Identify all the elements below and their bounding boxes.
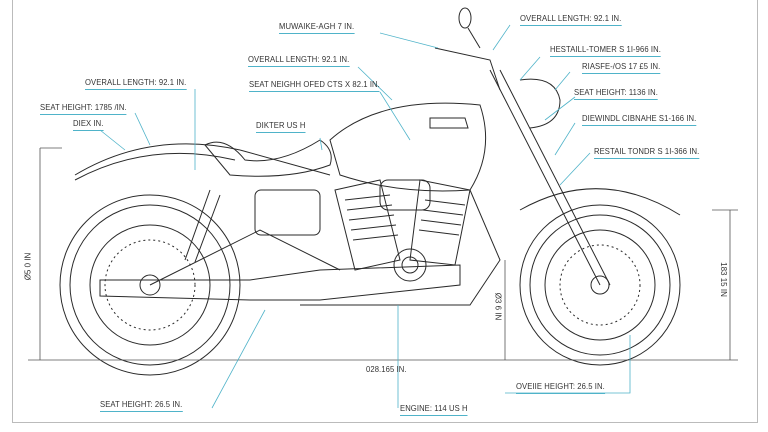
- label-seat-weigh: SEAT NEIGHH OFED CTS X 82.1 IN.: [249, 79, 380, 92]
- dimension-lines: [28, 147, 738, 361]
- label-overall-length-left: OVERALL LENGTH: 92.1 IN.: [85, 77, 187, 90]
- label-overall-height: OVEIIE HEIGHT: 26.5 IN.: [516, 381, 605, 394]
- side-cover: [254, 189, 321, 236]
- label-riasfe: RIASFE-/OS 17 £5 IN.: [582, 61, 661, 74]
- handlebar: [434, 47, 501, 91]
- headlight: [519, 78, 561, 129]
- label-seat-height-bottom: SEAT HEIGHT: 26.5 IN.: [100, 399, 183, 412]
- label-diewindl: DIEWINDL CIBNAHE S1-166 IN.: [582, 113, 697, 126]
- front-fork: [489, 69, 611, 286]
- drawing-frame: [12, 0, 758, 423]
- label-milwaukee: MUWAIKE-AGH 7 IN.: [279, 21, 355, 34]
- exhaust: [99, 264, 461, 301]
- label-engine: ENGINE: 114 US H: [400, 403, 468, 416]
- rear-fender: [74, 143, 241, 176]
- label-restail: RESTAIL TONDR S 1I-366 IN.: [594, 146, 700, 159]
- label-center-vertical: Ø3 6 IN: [493, 292, 503, 321]
- label-wheelbase: 028.165 IN.: [366, 364, 407, 374]
- fuel-tank: [329, 102, 487, 192]
- leader-lines: [99, 24, 631, 409]
- label-right-vertical: 183 15 IN: [718, 262, 728, 297]
- label-overall-length-mid: OVERALL LENGTH: 92.1 IN.: [248, 54, 350, 67]
- label-dikter: DIKTER US H: [256, 120, 306, 133]
- front-wheel: [519, 204, 681, 366]
- label-seat-height-right: SEAT HEIGHT: 1136 IN.: [574, 87, 658, 100]
- seat: [204, 139, 332, 177]
- label-seat-height-left: SEAT HEIGHT: 1785 /IN.: [40, 102, 127, 115]
- mirror: [458, 7, 472, 29]
- rear-shock: [184, 189, 221, 263]
- label-diex: DIEX IN.: [73, 118, 104, 131]
- label-overall-length-top: OVERALL LENGTH: 92.1 IN.: [520, 13, 622, 26]
- front-fender: [519, 188, 681, 216]
- label-left-vertical: Ø5 0 IN: [23, 252, 33, 281]
- rear-wheel: [59, 194, 241, 376]
- label-hestail: HESTAILL-TOMER S 1I-966 IN.: [550, 44, 661, 57]
